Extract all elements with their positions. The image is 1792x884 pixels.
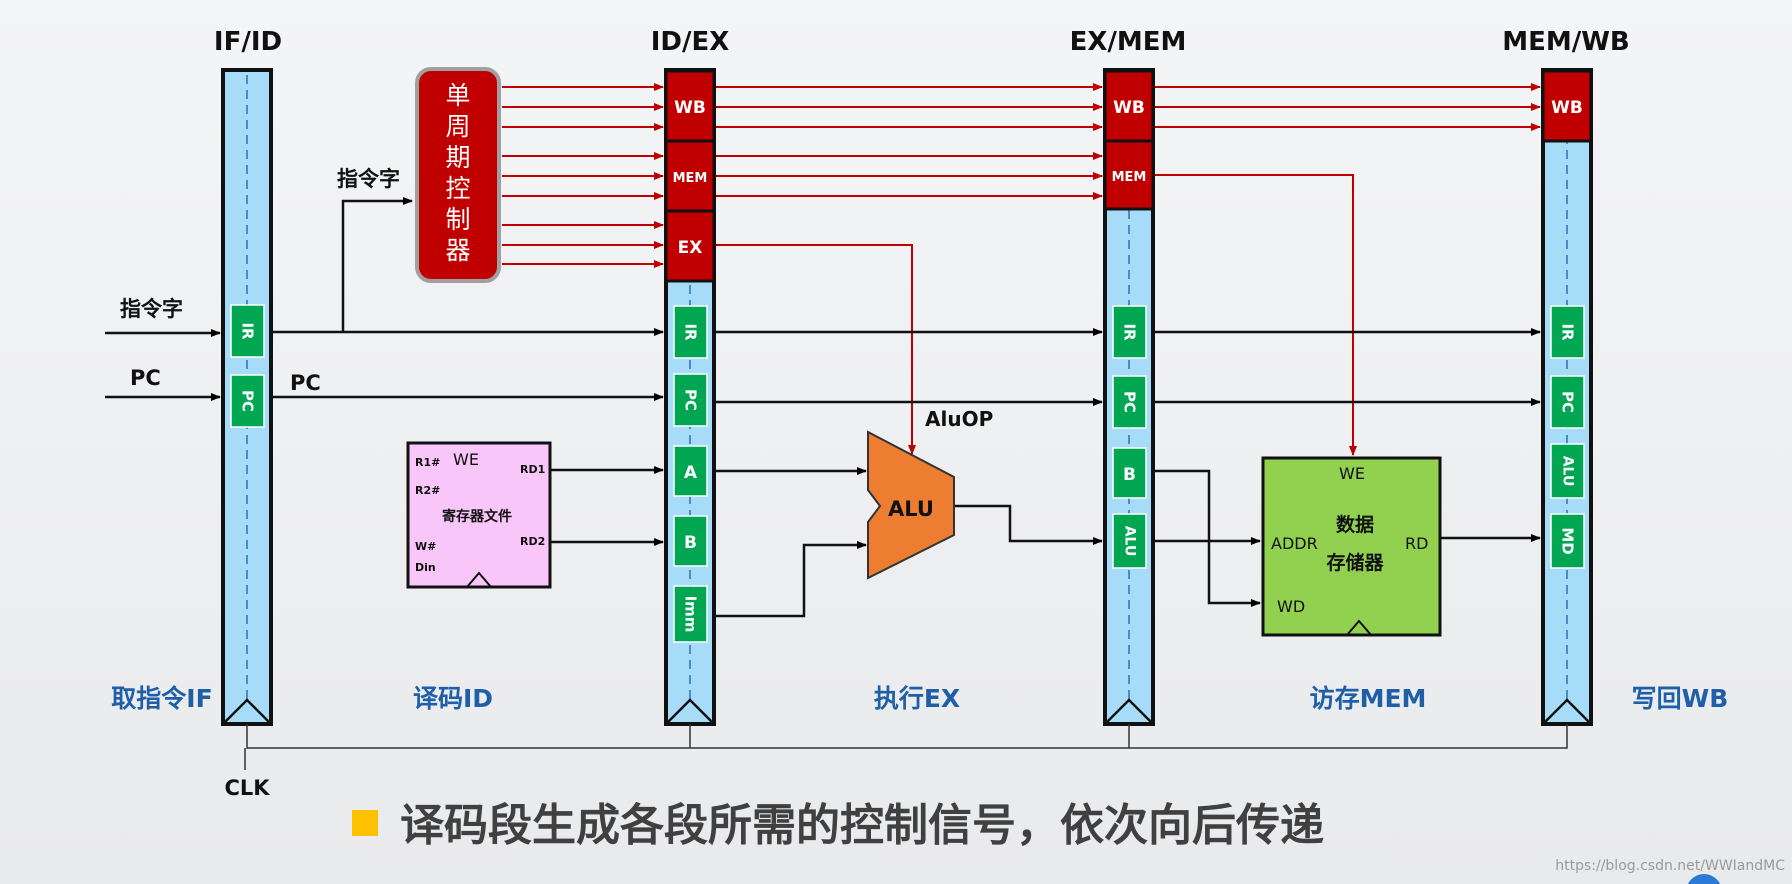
pc-input-label: PC: [130, 366, 161, 390]
svg-text:MEM: MEM: [673, 171, 708, 186]
memwb-md-field: MD: [1550, 513, 1585, 569]
svg-text:PC: PC: [682, 389, 700, 411]
svg-text:RD1: RD1: [520, 463, 545, 476]
svg-text:ADDR: ADDR: [1271, 534, 1318, 553]
svg-text:ALU: ALU: [888, 497, 934, 521]
control-signal-lines: [502, 83, 1541, 456]
idex-a-field: A: [673, 445, 708, 497]
svg-text:WD: WD: [1277, 597, 1305, 616]
svg-text:R1#: R1#: [415, 456, 440, 469]
idex-ir-field: IR: [673, 305, 708, 359]
stage-ex-label: 执行EX: [874, 684, 960, 713]
svg-text:WE: WE: [453, 450, 479, 469]
svg-text:控: 控: [445, 174, 470, 203]
data-paths: [105, 197, 1541, 618]
clock-triangle-icon: [224, 698, 270, 723]
memwb-alu-field: ALU: [1550, 443, 1585, 499]
svg-text:PC: PC: [239, 390, 257, 412]
svg-text:EX: EX: [678, 238, 703, 258]
stage-id-label: 译码ID: [413, 684, 493, 713]
svg-text:IR: IR: [239, 322, 257, 340]
svg-text:R2#: R2#: [415, 484, 440, 497]
svg-text:WB: WB: [1551, 98, 1583, 118]
svg-text:周: 周: [445, 112, 470, 141]
caption-text: 译码段生成各段所需的控制信号，依次向后传递: [400, 800, 1324, 851]
svg-text:W#: W#: [415, 540, 436, 553]
aluop-label: AluOP: [925, 407, 993, 431]
svg-text:PC: PC: [1559, 391, 1577, 413]
svg-text:ALU: ALU: [1560, 456, 1576, 487]
idex-b-field: B: [673, 515, 708, 567]
clock-triangle-icon: [466, 571, 492, 588]
svg-text:单: 单: [445, 81, 470, 110]
svg-text:制: 制: [445, 205, 470, 234]
svg-text:器: 器: [445, 236, 470, 265]
svg-text:期: 期: [445, 143, 470, 172]
instr-word-to-control-label: 指令字: [337, 167, 400, 191]
exmem-pc-field: PC: [1112, 375, 1147, 429]
svg-text:WB: WB: [1113, 98, 1145, 118]
stage-if-label: 取指令IF: [111, 684, 212, 713]
svg-text:PC: PC: [1121, 391, 1139, 413]
exmem-wb-field: WB: [1103, 69, 1155, 143]
svg-text:RD: RD: [1405, 534, 1428, 553]
svg-text:IR: IR: [1121, 323, 1139, 341]
watermark-text: https://blog.csdn.net/WWIandMC: [1555, 858, 1785, 874]
exmem-ir-field: IR: [1112, 305, 1147, 359]
bullet-icon: [352, 810, 378, 836]
clock-triangle-icon: [1544, 698, 1590, 723]
svg-text:MEM: MEM: [1112, 170, 1147, 185]
alu-unit: ALU: [867, 430, 955, 580]
memwb-ir-field: IR: [1550, 305, 1585, 359]
exmem-alu-field: ALU: [1112, 513, 1147, 569]
svg-text:Din: Din: [415, 561, 436, 574]
instr-word-input-label: 指令字: [120, 297, 183, 321]
exmem-b-field: B: [1112, 447, 1147, 499]
idex-mem-field: MEM: [664, 139, 716, 213]
clock-triangle-icon: [1106, 698, 1152, 723]
clock-line: [244, 724, 1568, 770]
control-unit: 单 周 期 控 制 器: [415, 67, 501, 283]
idex-ex-field: EX: [664, 209, 716, 283]
svg-text:Imm: Imm: [682, 596, 700, 633]
pc-mid-label: PC: [290, 371, 321, 395]
ifid-title: IF/ID: [214, 27, 282, 57]
svg-text:A: A: [684, 463, 698, 483]
svg-text:WB: WB: [674, 98, 706, 118]
exmem-title: EX/MEM: [1070, 27, 1187, 57]
svg-text:MD: MD: [1559, 527, 1577, 554]
svg-text:B: B: [1123, 465, 1136, 485]
corner-badge-icon: [1687, 874, 1721, 884]
clk-label: CLK: [224, 776, 270, 800]
clock-triangle-icon: [1346, 619, 1372, 636]
ifid-pc-field: PC: [230, 374, 265, 428]
svg-text:RD2: RD2: [520, 535, 545, 548]
clock-triangle-icon: [667, 698, 713, 723]
memwb-title: MEM/WB: [1502, 27, 1630, 57]
svg-text:IR: IR: [682, 323, 700, 341]
idex-title: ID/EX: [651, 27, 730, 57]
exmem-mem-field: MEM: [1103, 139, 1155, 211]
svg-text:WE: WE: [1339, 464, 1365, 483]
svg-text:IR: IR: [1559, 323, 1577, 341]
svg-text:寄存器文件: 寄存器文件: [442, 508, 512, 525]
stage-wb-label: 写回WB: [1632, 684, 1729, 713]
idex-pc-field: PC: [673, 373, 708, 427]
stage-mem-label: 访存MEM: [1310, 684, 1427, 713]
idex-wb-field: WB: [664, 69, 716, 143]
svg-text:存储器: 存储器: [1326, 551, 1384, 574]
ifid-ir-field: IR: [230, 304, 265, 358]
svg-text:B: B: [684, 533, 697, 553]
svg-text:ALU: ALU: [1122, 526, 1138, 557]
memwb-pc-field: PC: [1550, 375, 1585, 429]
memwb-wb-field: WB: [1541, 69, 1593, 143]
register-file: R1# WE RD1 R2# 寄存器文件 RD2 W# Din: [406, 441, 552, 589]
svg-text:数据: 数据: [1336, 513, 1374, 536]
idex-imm-field: Imm: [673, 585, 708, 643]
data-memory: WE 数据 存储器 ADDR RD WD: [1261, 456, 1442, 637]
